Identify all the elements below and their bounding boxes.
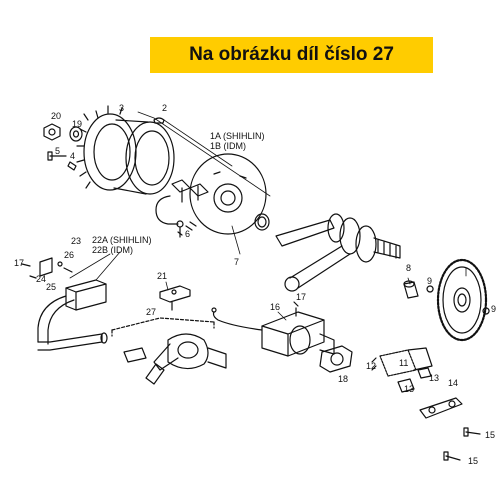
bracket-21 xyxy=(159,285,191,311)
label-26: 26 xyxy=(64,250,74,260)
callout-labels: 3 2 1A (SHIHLIN) 1B (IDM) 20 19 5 4 6 7 … xyxy=(14,103,496,466)
label-13b: 13 xyxy=(404,384,414,394)
banner-text: Na obrázku díl číslo 27 xyxy=(189,44,394,65)
label-17b: 17 xyxy=(296,292,306,302)
label-22b: 22B (IDM) xyxy=(92,245,133,255)
label-1a: 1A (SHIHLIN) xyxy=(210,131,265,141)
stator-assembly xyxy=(155,153,267,238)
label-7: 7 xyxy=(234,257,239,267)
label-13a: 13 xyxy=(429,373,439,383)
label-9b: 9 xyxy=(491,304,496,314)
label-4: 4 xyxy=(70,151,75,161)
label-5: 5 xyxy=(55,146,60,156)
label-23: 23 xyxy=(71,236,81,246)
starter-driven-gear xyxy=(436,258,488,342)
label-1b: 1B (IDM) xyxy=(210,141,246,151)
label-25: 25 xyxy=(46,282,56,292)
label-22a: 22A (SHIHLIN) xyxy=(92,235,152,245)
label-17a: 17 xyxy=(14,258,24,268)
label-20: 20 xyxy=(51,111,61,121)
label-3: 3 xyxy=(119,103,124,113)
label-24: 24 xyxy=(36,274,46,284)
label-12: 12 xyxy=(366,361,376,371)
flywheel-fan xyxy=(76,105,175,195)
label-11: 11 xyxy=(399,358,408,368)
label-21: 21 xyxy=(157,271,167,281)
nut-washer-group xyxy=(43,123,83,171)
part-27-group xyxy=(111,317,227,385)
oil-seal xyxy=(254,213,270,231)
label-9a: 9 xyxy=(427,276,432,286)
label-16: 16 xyxy=(270,302,280,312)
label-15b: 15 xyxy=(468,456,478,466)
label-8: 8 xyxy=(406,263,411,273)
part-number-banner: Na obrázku díl číslo 27 xyxy=(150,37,433,73)
label-6: 6 xyxy=(185,229,190,239)
label-14: 14 xyxy=(448,378,458,388)
screw-17-upper xyxy=(293,301,299,317)
bearing xyxy=(403,280,419,299)
leader-lines xyxy=(69,111,467,321)
label-18: 18 xyxy=(338,374,348,384)
ignition-coil xyxy=(21,257,108,351)
label-27: 27 xyxy=(146,307,156,317)
stator-screws xyxy=(177,221,197,236)
label-15a: 15 xyxy=(485,430,495,440)
label-2: 2 xyxy=(162,103,167,113)
label-19: 19 xyxy=(72,119,82,129)
gasket-18 xyxy=(319,345,353,373)
starter-drive xyxy=(371,347,433,393)
bracket-14-bolts-15 xyxy=(419,397,481,461)
starter-motor xyxy=(211,307,335,357)
crankshaft xyxy=(275,213,401,292)
